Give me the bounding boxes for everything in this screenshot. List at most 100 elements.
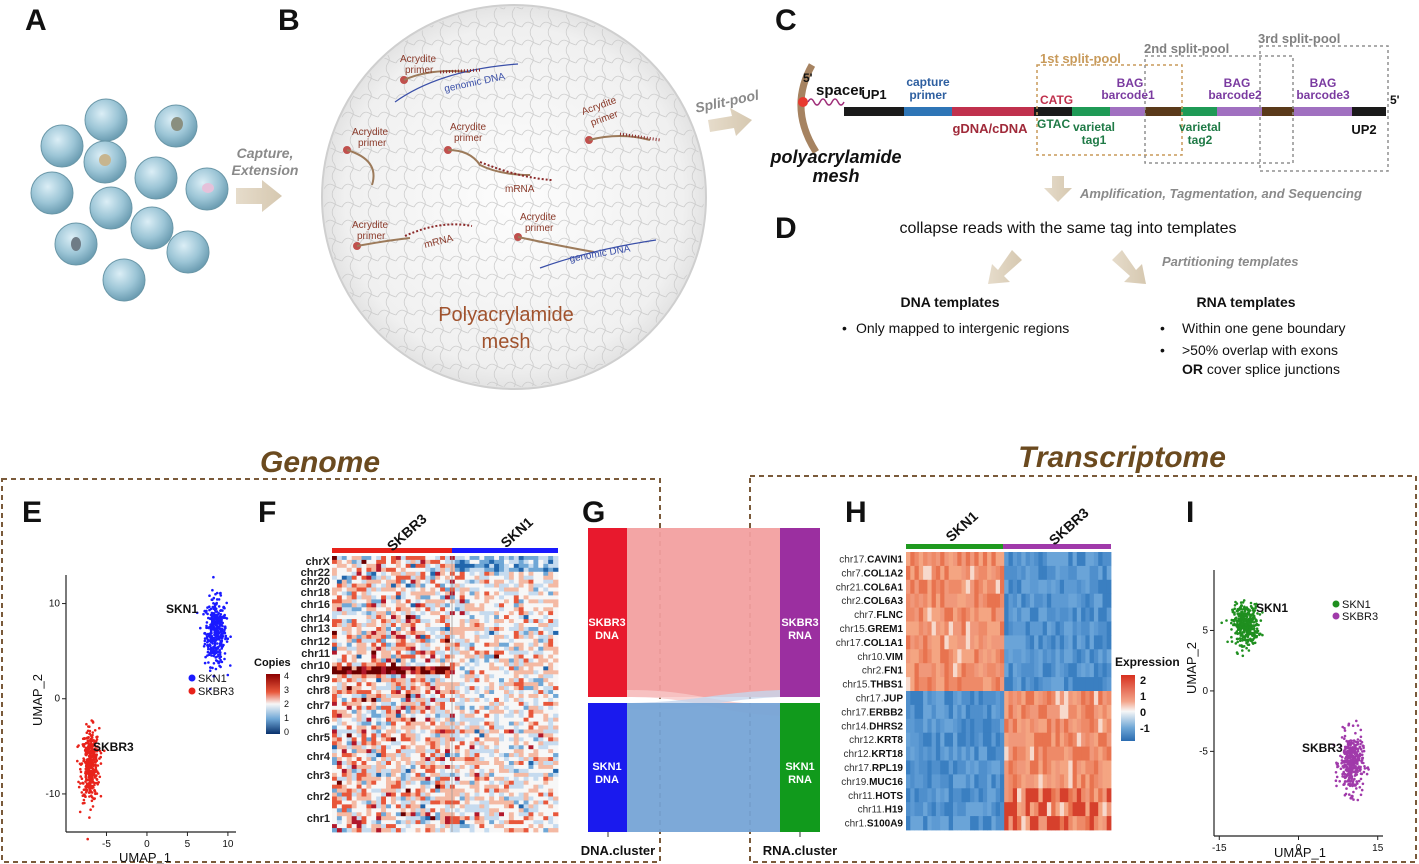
heatmap-cell: [440, 630, 446, 636]
heatmap-cell: [1004, 621, 1009, 636]
heatmap-cell: [464, 559, 470, 565]
heatmap-cell: [484, 638, 490, 644]
heatmap-cell: [508, 749, 515, 754]
heatmap-cell: [464, 571, 470, 577]
heatmap-cell: [957, 607, 962, 622]
heatmap-cell: [332, 824, 338, 829]
heatmap-cell: [405, 591, 411, 596]
heatmap-cell: [1038, 718, 1044, 734]
heatmap-cell: [1093, 607, 1099, 622]
heatmap-cell: [978, 732, 984, 747]
heatmap-cell: [1081, 732, 1086, 747]
heatmap-cell: [543, 670, 549, 675]
heatmap-cell: [484, 800, 490, 805]
heatmap-cell: [464, 725, 470, 730]
heatmap-cell: [508, 705, 515, 711]
heatmap-cell: [494, 697, 500, 703]
heatmap-cell: [553, 571, 559, 577]
heatmap-cell: [494, 674, 500, 679]
heatmap-cell: [400, 571, 407, 577]
heatmap-cell: [425, 630, 431, 636]
heatmap-cell: [1017, 774, 1022, 789]
heatmap-cell: [494, 828, 500, 833]
heatmap-cell: [987, 746, 992, 761]
heatmap-cell: [356, 587, 362, 592]
heatmap-cell: [449, 772, 456, 778]
heatmap-cell: [386, 579, 392, 584]
heatmap-cell: [361, 559, 367, 565]
heatmap-cell: [484, 591, 490, 596]
capture-label-2: primer: [909, 88, 947, 102]
heatmap-cell: [415, 749, 421, 754]
heatmap-cell: [445, 627, 451, 632]
heatmap-cell: [1021, 565, 1026, 581]
heatmap-cell: [1008, 607, 1014, 622]
heatmap-cell: [366, 670, 372, 675]
heatmap-cell: [415, 824, 421, 829]
heatmap-cell: [459, 678, 465, 683]
heatmap-cell: [543, 682, 549, 687]
heatmap-cell: [454, 567, 461, 573]
heatmap-cell: [504, 587, 510, 592]
heatmap-cell: [420, 674, 426, 679]
heatmap-cell: [395, 749, 402, 754]
heatmap-cell: [479, 800, 485, 805]
heatmap-cell: [518, 658, 524, 663]
heatmap-cell: [1093, 691, 1099, 706]
heatmap-cell: [489, 638, 495, 644]
heatmap-cell: [474, 761, 480, 766]
heatmap-cell: [381, 615, 387, 620]
heatmap-cell: [386, 761, 392, 766]
heatmap-cell: [420, 725, 426, 730]
heatmap-cell: [361, 690, 367, 695]
heatmap-cell: [489, 627, 495, 632]
heatmap-cell: [906, 718, 911, 734]
heatmap-cell: [351, 642, 357, 647]
heatmap-cell: [484, 709, 490, 715]
heatmap-cell: [479, 721, 485, 726]
heatmap-cell: [351, 697, 357, 703]
node-label-skbr3-dna-2: DNA: [595, 630, 619, 642]
heatmap-cell: [395, 650, 402, 655]
heatmap-cell: [454, 686, 461, 691]
heatmap-cell: [494, 820, 500, 825]
heatmap-cell: [499, 757, 505, 762]
heatmap-cell: [410, 599, 416, 604]
heatmap-cell: [548, 607, 554, 612]
heatmap-cell: [336, 733, 343, 738]
heatmap-cell: [995, 774, 1001, 789]
heatmap-cell: [533, 808, 539, 813]
umap-point: [208, 639, 211, 643]
heatmap-cell: [336, 725, 343, 730]
heatmap-cell: [538, 705, 544, 711]
heatmap-cell: [499, 575, 505, 580]
heatmap-cell: [484, 658, 490, 663]
heatmap-cell: [381, 804, 387, 809]
heatmap-cell: [410, 611, 416, 616]
heatmap-cell: [356, 737, 362, 742]
heatmap-cell: [341, 682, 348, 687]
heatmap-cell: [538, 796, 544, 801]
heatmap-cell: [982, 621, 988, 636]
heatmap-cell: [479, 591, 485, 596]
heatmap-cell: [1000, 649, 1005, 664]
heatmap-cell: [336, 772, 343, 778]
heatmap-cell: [361, 654, 367, 659]
heatmap-cell: [518, 808, 524, 813]
heatmap-cell: [469, 808, 475, 813]
heatmap-cell: [504, 765, 510, 770]
heatmap-cell: [513, 690, 520, 695]
heatmap-cell: [464, 690, 470, 695]
heatmap-cell: [366, 630, 372, 636]
heatmap-cell: [469, 670, 475, 675]
heatmap-cell: [504, 674, 510, 679]
heatmap-cell: [449, 690, 456, 695]
heatmap-cell: [479, 563, 485, 569]
node-label-skn1-dna-2: DNA: [595, 774, 619, 786]
heatmap-cell: [405, 737, 411, 742]
primer-label-1: Acrydite: [352, 220, 389, 231]
heatmap-cell: [518, 772, 524, 778]
heatmap-cell: [918, 718, 924, 734]
heatmap-cell: [987, 565, 992, 581]
heatmap-cell: [425, 642, 431, 647]
